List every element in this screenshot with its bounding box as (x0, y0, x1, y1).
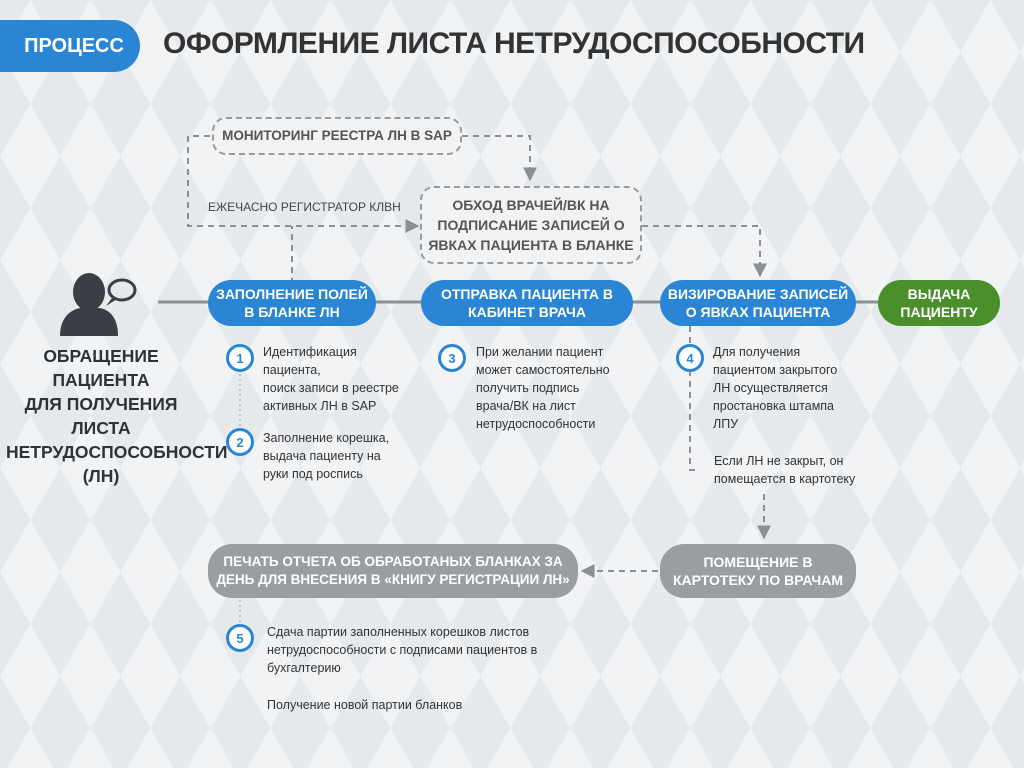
visa-to-file-line (689, 326, 696, 471)
hourly-loop-top-line (187, 135, 210, 158)
note-5-line: Сдача партии заполненных корешков листов (267, 625, 530, 639)
caption-line-4: (ЛН) (82, 466, 120, 486)
step-send-to-doctor: ОТПРАВКА ПАЦИЕНТА В КАБИНЕТ ВРАЧА (421, 280, 633, 326)
step-number-2: 2 (226, 428, 254, 456)
note-1-line: пациента, (263, 363, 321, 377)
step-issue: ВЫДАЧА ПАЦИЕНТУ (878, 280, 1000, 326)
monitoring-label: МОНИТОРИНГ РЕЕСТРА ЛН В SAP (222, 128, 452, 143)
step-fill-line-2: В БЛАНКЕ ЛН (244, 304, 340, 320)
note-2: Заполнение корешка, выдача пациенту на р… (263, 429, 389, 483)
note-5: Сдача партии заполненных корешков листов… (267, 623, 537, 677)
step-issue-line-1: ВЫДАЧА (907, 286, 971, 302)
note-3-line: врача/ВК на лист (476, 399, 576, 413)
step-number-1: 1 (226, 344, 254, 372)
note-new-batch: Получение новой партии бланков (267, 698, 463, 712)
note-1-line: поиск записи в реестре (263, 381, 399, 395)
rounds-box: ОБХОД ВРАЧЕЙ/ВК НА ПОДПИСАНИЕ ЗАПИСЕЙ О … (420, 186, 642, 264)
note-5-line: бухгалтерию (267, 661, 341, 675)
step-issue-line-2: ПАЦИЕНТУ (900, 304, 978, 320)
note-4-line: Для получения (713, 345, 801, 359)
step-print-line-1: ПЕЧАТЬ ОТЧЕТА ОБ ОБРАБОТАНЫХ БЛАНКАХ ЗА (223, 554, 563, 569)
step-send-line-1: ОТПРАВКА ПАЦИЕНТА В (440, 286, 614, 302)
note-1-line: Идентификация (263, 345, 357, 359)
monitoring-to-rounds-line (462, 135, 537, 182)
note-4-line: ЛПУ (713, 417, 739, 431)
note-1-line: активных ЛН в SAP (263, 399, 377, 413)
note-2-line: руки под роспись (263, 467, 363, 481)
caption-line-1: ОБРАЩЕНИЕ ПАЦИЕНТА (43, 346, 159, 390)
step-file-line-2: КАРТОТЕКУ ПО ВРАЧАМ (673, 572, 843, 588)
monitoring-box: МОНИТОРИНГ РЕЕСТРА ЛН В SAP (212, 117, 462, 155)
step-file-line-1: ПОМЕЩЕНИЕ В (703, 554, 813, 570)
rounds-line-3: ЯВКАХ ПАЦИЕНТА В БЛАНКЕ (428, 237, 634, 253)
process-tag: ПРОЦЕСС (0, 20, 140, 72)
caption-line-3: НЕТРУДОСПОСОБНОСТИ (6, 442, 228, 462)
rounds-to-visa-line (642, 225, 767, 278)
note-3: При желании пациент может самостоятельно… (476, 343, 610, 433)
patient-speaking-icon (56, 266, 140, 338)
note-4-line: ЛН осуществляется (713, 381, 828, 395)
patient-request-caption: ОБРАЩЕНИЕ ПАЦИЕНТА ДЛЯ ПОЛУЧЕНИЯ ЛИСТА Н… (6, 344, 228, 488)
step-print-report: ПЕЧАТЬ ОТЧЕТА ОБ ОБРАБОТАНЫХ БЛАНКАХ ЗА … (208, 544, 578, 598)
caption-line-2: ДЛЯ ПОЛУЧЕНИЯ ЛИСТА (24, 394, 178, 438)
note-2-line: выдача пациенту на (263, 449, 381, 463)
note-4-line: пациентом закрытого (713, 363, 838, 377)
note-3-line: получить подпись (476, 381, 580, 395)
note-1: Идентификация пациента, поиск записи в р… (263, 343, 399, 415)
step-fill-form: ЗАПОЛНЕНИЕ ПОЛЕЙ В БЛАНКЕ ЛН (208, 280, 376, 326)
step-number-5: 5 (226, 624, 254, 652)
step-visa-line-1: ВИЗИРОВАНИЕ ЗАПИСЕЙ (667, 286, 849, 302)
step-print-line-2: ДЕНЬ ДЛЯ ВНЕСЕНИЯ В «КНИГУ РЕГИСТРАЦИИ Л… (216, 572, 570, 587)
hourly-label: ЕЖЕЧАСНО РЕГИСТРАТОР КЛВН (208, 200, 401, 214)
step-send-line-2: КАБИНЕТ ВРАЧА (468, 304, 586, 320)
step-visa-line-2: О ЯВКАХ ПАЦИЕНТА (685, 304, 831, 320)
hourly-loop-line (187, 158, 420, 233)
note-not-closed: Если ЛН не закрыт, он помещается в карто… (714, 452, 855, 488)
note-3-line: При желании пациент (476, 345, 604, 359)
note-5-line: нетрудоспособности с подписами пациентов… (267, 643, 538, 657)
rounds-line-1: ОБХОД ВРАЧЕЙ/ВК НА (452, 197, 610, 213)
note-4: Для получения пациентом закрытого ЛН осу… (713, 343, 837, 433)
note-not-closed-line: Если ЛН не закрыт, он (714, 454, 844, 468)
step-number-3: 3 (438, 344, 466, 372)
step-file-to-cabinet: ПОМЕЩЕНИЕ В КАРТОТЕКУ ПО ВРАЧАМ (660, 544, 856, 598)
note-3-line: нетрудоспособности (476, 417, 596, 431)
note-2-line: Заполнение корешка, (263, 431, 390, 445)
page-title: ОФОРМЛЕНИЕ ЛИСТА НЕТРУДОСПОСОБНОСТИ (163, 27, 865, 60)
step-fill-line-1: ЗАПОЛНЕНИЕ ПОЛЕЙ (216, 286, 368, 302)
note-3-line: может самостоятельно (476, 363, 610, 377)
note-not-closed-line: помещается в картотеку (714, 472, 856, 486)
step-visa: ВИЗИРОВАНИЕ ЗАПИСЕЙ О ЯВКАХ ПАЦИЕНТА (660, 280, 856, 326)
step-number-4: 4 (676, 344, 704, 372)
note-4-line: простановка штампа (713, 399, 835, 413)
rounds-line-2: ПОДПИСАНИЕ ЗАПИСЕЙ О (437, 217, 625, 233)
